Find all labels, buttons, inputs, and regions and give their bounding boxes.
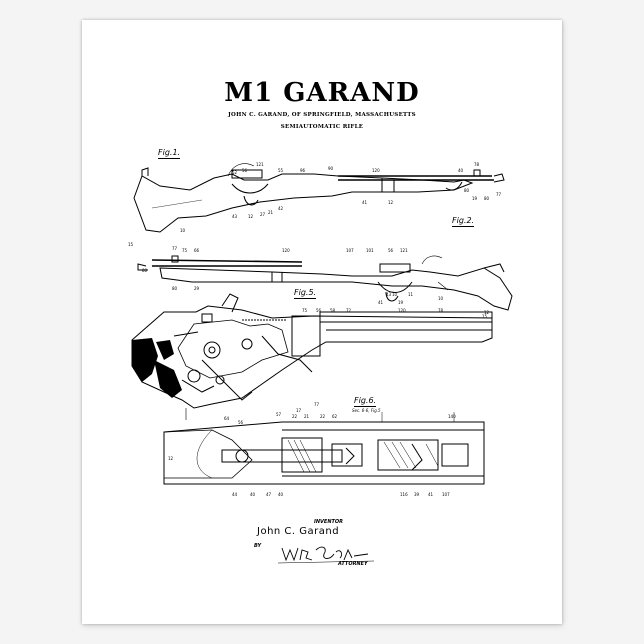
fig5-ref-numeral: 77 (314, 402, 320, 407)
fig6-ref-numeral: 41 (428, 492, 434, 497)
fig6-ref-numeral: 140 (448, 414, 456, 419)
fig5-ref-numeral: 120 (398, 308, 406, 313)
fig2-ref-numeral: 10 (438, 296, 444, 301)
patent-poster: M1 GARAND JOHN C. GARAND, OF SPRINGFIELD… (82, 20, 562, 624)
fig1-ref-numeral: 21 (268, 210, 274, 215)
attorney-signature-drawing (277, 546, 375, 564)
fig2-ref-numeral: 43 (386, 292, 392, 297)
fig6-ref-numeral: 22 (320, 414, 326, 419)
fig6-ref-numeral: 40 (250, 492, 256, 497)
fig2-ref-numeral: 80 (172, 286, 178, 291)
fig5-ref-numeral: 56 (316, 308, 322, 313)
inventor-name: John C. Garand (257, 526, 340, 537)
fig2-ref-numeral: 121 (400, 248, 408, 253)
fig1-ref-numeral: 19 (472, 196, 478, 201)
fig1-ref-numeral: 55 (278, 168, 284, 173)
fig6-label: Fig.6. (354, 396, 377, 407)
fig1-ref-numeral: 42 (278, 206, 284, 211)
fig6-ref-numeral: 22 (292, 414, 298, 419)
poster-title: M1 GARAND (224, 78, 420, 108)
inventor-line: JOHN C. GARAND, OF SPRINGFIELD, MASSACHU… (228, 112, 416, 118)
fig6-ref-numeral: 40 (278, 492, 284, 497)
fig6-ref-numeral: 107 (442, 492, 450, 497)
fig1-ref-numeral: 27 (260, 212, 266, 217)
fig5-ref-numeral: 57 (276, 412, 282, 417)
fig2-rifle-drawing (137, 255, 513, 311)
fig6-ref-numeral: 39 (414, 492, 420, 497)
fig6-ref-numeral: 47 (266, 492, 272, 497)
fig1-ref-numeral: 90 (328, 166, 334, 171)
fig1-ref-numeral: 40 (458, 168, 464, 173)
fig5-ref-numeral: 78 (438, 308, 444, 313)
fig2-ref-numeral: 80 (142, 268, 148, 273)
fig5-ref-numeral: 75 (302, 308, 308, 313)
fig2-ref-numeral: 10 (392, 292, 398, 297)
by-label: BY (254, 543, 262, 549)
fig1-ref-numeral: 41 (362, 200, 368, 205)
fig6-ref-numeral: 116 (400, 492, 408, 497)
fig2-label: Fig.2. (452, 216, 475, 227)
fig5-label: Fig.5. (294, 288, 317, 299)
fig1-ref-numeral: 43 (232, 214, 238, 219)
fig5-ref-numeral: 78a (144, 342, 152, 347)
fig1-ref-numeral: 80 (484, 196, 490, 201)
fig5-receiver-drawing (131, 293, 493, 420)
fig2-ref-numeral: 107 (346, 248, 354, 253)
fig1-ref-numeral: 78 (474, 162, 480, 167)
fig6-section-drawing (163, 412, 485, 485)
attorney-label: ATTORNEY (338, 561, 368, 567)
inventor-label: INVENTOR (314, 519, 344, 525)
fig2-ref-numeral: 66 (194, 248, 200, 253)
fig5-ref-numeral: 17 (296, 408, 302, 413)
fig6-ref-numeral: 62 (332, 414, 338, 419)
fig2-ref-numeral: 41 (378, 300, 384, 305)
fig1-rifle-drawing (133, 163, 505, 233)
fig1-ref-numeral: 120 (372, 168, 380, 173)
fig1-ref-numeral: 56 (242, 168, 248, 173)
fig1-ref-numeral: 52 (232, 170, 238, 175)
fig2-ref-numeral: 120 (282, 248, 290, 253)
fig5-ref-numeral: 64 (224, 416, 230, 421)
patent-subtitle: SEMIAUTOMATIC RIFLE (280, 124, 364, 130)
fig6-ref-numeral: 21 (304, 414, 310, 419)
fig2-ref-numeral: 101 (366, 248, 374, 253)
fig1-label: Fig.1. (158, 148, 181, 159)
fig5-ref-numeral: 72 (346, 308, 352, 313)
fig2-ref-numeral: 11 (408, 292, 414, 297)
fig1-ref-numeral: 121 (256, 162, 264, 167)
fig2-ref-numeral: 77 (172, 246, 178, 251)
fig1-ref-numeral: 12 (388, 200, 394, 205)
fig6-section-note: Sec. 6-6, Fig.5 (352, 408, 381, 413)
fig5-ref-numeral: 80 (146, 356, 152, 361)
fig5-ref-numeral: 56 (238, 420, 244, 425)
fig2-ref-numeral: 15 (482, 314, 488, 319)
fig2-ref-numeral: 19 (398, 300, 404, 305)
patent-drawings: 121 55 96 90 120 78 52 56 40 19 80 77 80… (128, 162, 513, 564)
fig1-ref-numeral: 96 (300, 168, 306, 173)
fig1-ref-numeral: 10 (180, 228, 186, 233)
fig2-ref-numeral: 56 (388, 248, 394, 253)
fig2-ref-numeral: 75 (182, 248, 188, 253)
fig2-ref-numeral: 29 (194, 286, 200, 291)
fig1-ref-numeral: 77 (496, 192, 502, 197)
fig5-ref-numeral: 12 (484, 310, 490, 315)
fig6-ref-numeral: 44 (232, 492, 238, 497)
fig1-ref-numeral: 15 (128, 242, 134, 247)
fig6-ref-numeral: 12 (168, 456, 174, 461)
fig1-ref-numeral: 80 (464, 188, 470, 193)
fig5-ref-numeral: 58 (330, 308, 336, 313)
fig1-ref-numeral: 12 (248, 214, 254, 219)
